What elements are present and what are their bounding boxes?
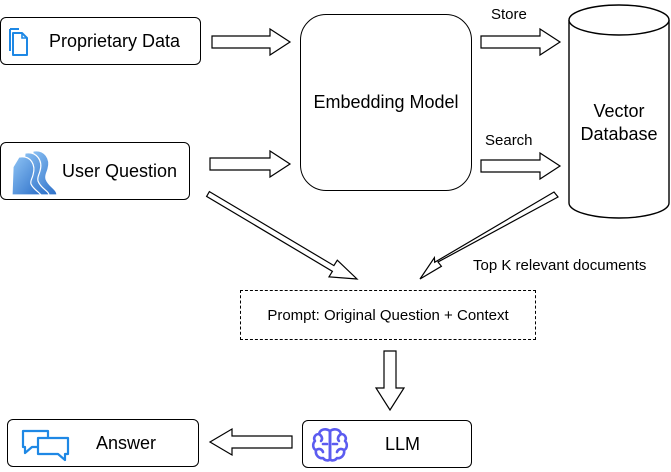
vector-database-label-line2: Database [580, 124, 658, 144]
top-k-label: Top K relevant documents [473, 257, 647, 274]
chat-bubbles-icon [21, 429, 70, 462]
user-question-label: User Question [62, 160, 178, 181]
arrow-llm-to-answer [208, 427, 293, 457]
arrow-question-to-embedding [209, 149, 292, 179]
arrow-question-to-prompt [205, 190, 359, 280]
brain-icon [311, 428, 349, 462]
prompt-label: Prompt: Original Question + Context [267, 306, 509, 324]
answer-node: Answer [7, 419, 199, 467]
store-label: Store [491, 6, 527, 23]
llm-label: LLM [385, 433, 421, 454]
vector-database-label-line1: Vector [593, 101, 645, 121]
arrow-search [480, 151, 562, 181]
llm-node: LLM [302, 420, 472, 468]
arrow-store [480, 27, 562, 57]
search-label: Search [485, 132, 533, 149]
arrow-docs-to-prompt [419, 191, 559, 280]
prompt-node: Prompt: Original Question + Context [240, 290, 536, 340]
embedding-model-label: Embedding Model [313, 92, 459, 112]
vector-database-cylinder [568, 4, 670, 219]
user-question-node: User Question [0, 142, 190, 200]
vector-database-label: Vector Database [568, 100, 670, 146]
document-icon [9, 28, 28, 56]
answer-label: Answer [96, 432, 157, 453]
proprietary-data-node: Proprietary Data [0, 17, 201, 65]
users-icon [11, 150, 58, 196]
proprietary-data-label: Proprietary Data [49, 30, 181, 51]
arrow-prompt-to-llm [374, 350, 406, 412]
embedding-model-node: Embedding Model [300, 14, 472, 191]
arrow-data-to-embedding [211, 27, 292, 57]
